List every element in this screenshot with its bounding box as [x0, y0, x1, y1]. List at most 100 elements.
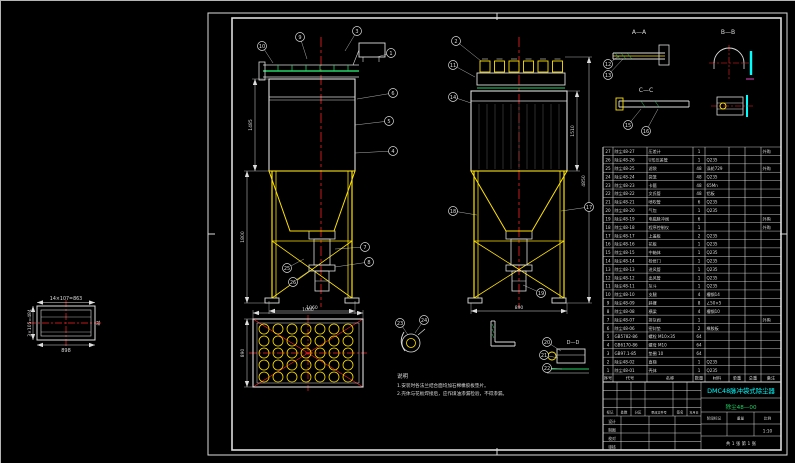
bom-cell: 除尘48-20 — [615, 207, 635, 213]
bom-cell: 支腿 — [649, 291, 657, 297]
balloon-number: 7 — [363, 245, 366, 251]
bom-cell: 除尘48-11 — [615, 283, 635, 289]
bom-cell: 1 — [698, 317, 701, 322]
bom-cell: 2 — [698, 233, 701, 238]
bom-cell: 喷吹管 — [649, 199, 661, 205]
bom-cell: 48 — [696, 183, 702, 188]
bom-cell: 48 — [696, 166, 702, 171]
bom-cell: 灰斗 — [649, 283, 657, 289]
geometry-line — [655, 101, 659, 107]
bom-cell: 1 — [698, 250, 701, 255]
bom-cell: 直梯 — [649, 358, 657, 364]
bom-cell: 文氏管 — [649, 190, 661, 196]
tube-hole — [343, 324, 353, 334]
bom-cell: Q235 — [707, 200, 718, 205]
dim-front-body: 1485 — [248, 119, 254, 131]
bom-cell: Q235 — [707, 174, 718, 179]
bom-cell: 出风管 — [649, 274, 661, 280]
balloon-number: 8 — [367, 260, 370, 266]
bom-cell: 除尘48-19 — [615, 215, 635, 221]
balloon-number: 20 — [544, 340, 550, 346]
bom-header-cell: 单重 — [733, 375, 741, 382]
bom-cell: 13 — [605, 267, 611, 272]
bom-cell: 21 — [605, 200, 611, 205]
bom-cell: 袋笼 — [649, 173, 657, 179]
dim-front-legs: 1800 — [240, 231, 246, 243]
bom-cell: GB5782-86 — [615, 334, 638, 339]
bom-cell: Q235 — [707, 368, 718, 373]
role-draft-label: 制图 — [608, 428, 616, 433]
balloon-number: 1 — [389, 51, 392, 57]
bom-cell: 64 — [696, 334, 702, 339]
geometry-line — [418, 329, 425, 335]
bom-cell: Q235 — [707, 359, 718, 364]
bom-cell: 除尘48-26 — [615, 157, 635, 163]
bom-cell: 外购 — [763, 148, 771, 154]
bom-cell: 程序控制仪 — [649, 224, 669, 230]
drawing-labels: 14×107=863 3×105=484 898 84 1485 1800 10… — [27, 29, 775, 450]
tube-hole — [343, 336, 353, 346]
balloon-number: 11 — [450, 63, 456, 69]
bom-cell: 1 — [698, 242, 701, 247]
bom-cell: 7 — [607, 317, 610, 322]
bom-cell: 10 — [605, 292, 611, 297]
drawing-number: 除尘48—00 — [725, 403, 756, 411]
balloon-number: 26 — [290, 280, 296, 286]
bom-cell: 26 — [605, 158, 611, 163]
bom-cell: 除尘48-24 — [615, 173, 635, 179]
bom-cell: 48 — [696, 174, 702, 179]
hopper-outline — [269, 171, 355, 231]
rev-mark-label: 标记 — [607, 410, 614, 415]
bom-cell: 除尘48-15 — [615, 249, 635, 255]
rev-count-label: 处数 — [621, 410, 628, 415]
notes-line-1: 1.安装时各法兰结合面均加石棉橡胶板垫片。 — [397, 382, 489, 389]
bom-cell: 1 — [698, 149, 701, 154]
bom-cell: 4 — [698, 309, 701, 314]
balloon-number: 17 — [586, 205, 592, 211]
tube-hole — [301, 372, 311, 382]
notes-title: 说明 — [397, 372, 409, 380]
bom-cell: 15 — [605, 250, 611, 255]
tube-hole — [315, 372, 325, 382]
geometry-line — [492, 324, 494, 328]
dim-tubesheet-top: 1060 — [302, 307, 314, 313]
bom-cell: 涤纶729 — [707, 165, 723, 171]
scale-value: 1:10 — [763, 429, 773, 434]
tube-hole — [273, 360, 283, 370]
bom-cell: 22 — [605, 191, 611, 196]
bom-cell: 除尘48-13 — [615, 266, 635, 272]
bom-cell: 1 — [698, 208, 701, 213]
section-label-cc: C—C — [639, 87, 653, 94]
tube-hole — [273, 372, 283, 382]
geometry-rect — [309, 231, 335, 239]
balloon-number: 3 — [355, 29, 358, 35]
balloon-number: 16 — [643, 129, 649, 135]
geometry-rect — [552, 298, 566, 303]
geometry-rect — [269, 79, 355, 171]
bom-cell: 1 — [698, 225, 701, 230]
bom-cell: 64 — [696, 351, 702, 356]
bom-cell: 65Mn — [707, 183, 719, 188]
tube-hole — [329, 372, 339, 382]
bom-cell: 1 — [698, 368, 701, 373]
dim-side-body: 1510 — [570, 125, 576, 137]
bom-cell: 4 — [607, 343, 610, 348]
pulse-valve — [553, 61, 563, 72]
bom-cell: 18 — [605, 225, 611, 230]
bom-cell: 气包 — [649, 207, 657, 213]
bom-cell: 除尘48-02 — [615, 358, 635, 364]
bom-cell: U形压差管 — [649, 157, 668, 163]
role-design-label: 设计 — [608, 419, 616, 424]
bom-cell: GB97.1-85 — [615, 351, 637, 356]
balloon-number: 9 — [298, 35, 301, 41]
balloon-number: 2 — [454, 39, 457, 45]
tube-hole — [301, 336, 311, 346]
bom-cell: 压差计 — [649, 148, 661, 154]
bom-cell: 1 — [698, 284, 701, 289]
bom-cell: 斜撑 — [649, 300, 657, 306]
bom-cell: 除尘48-18 — [615, 224, 635, 230]
geometry-rect — [477, 73, 565, 85]
bom-cell: 1 — [607, 368, 610, 373]
bom-cell: 2 — [607, 359, 610, 364]
